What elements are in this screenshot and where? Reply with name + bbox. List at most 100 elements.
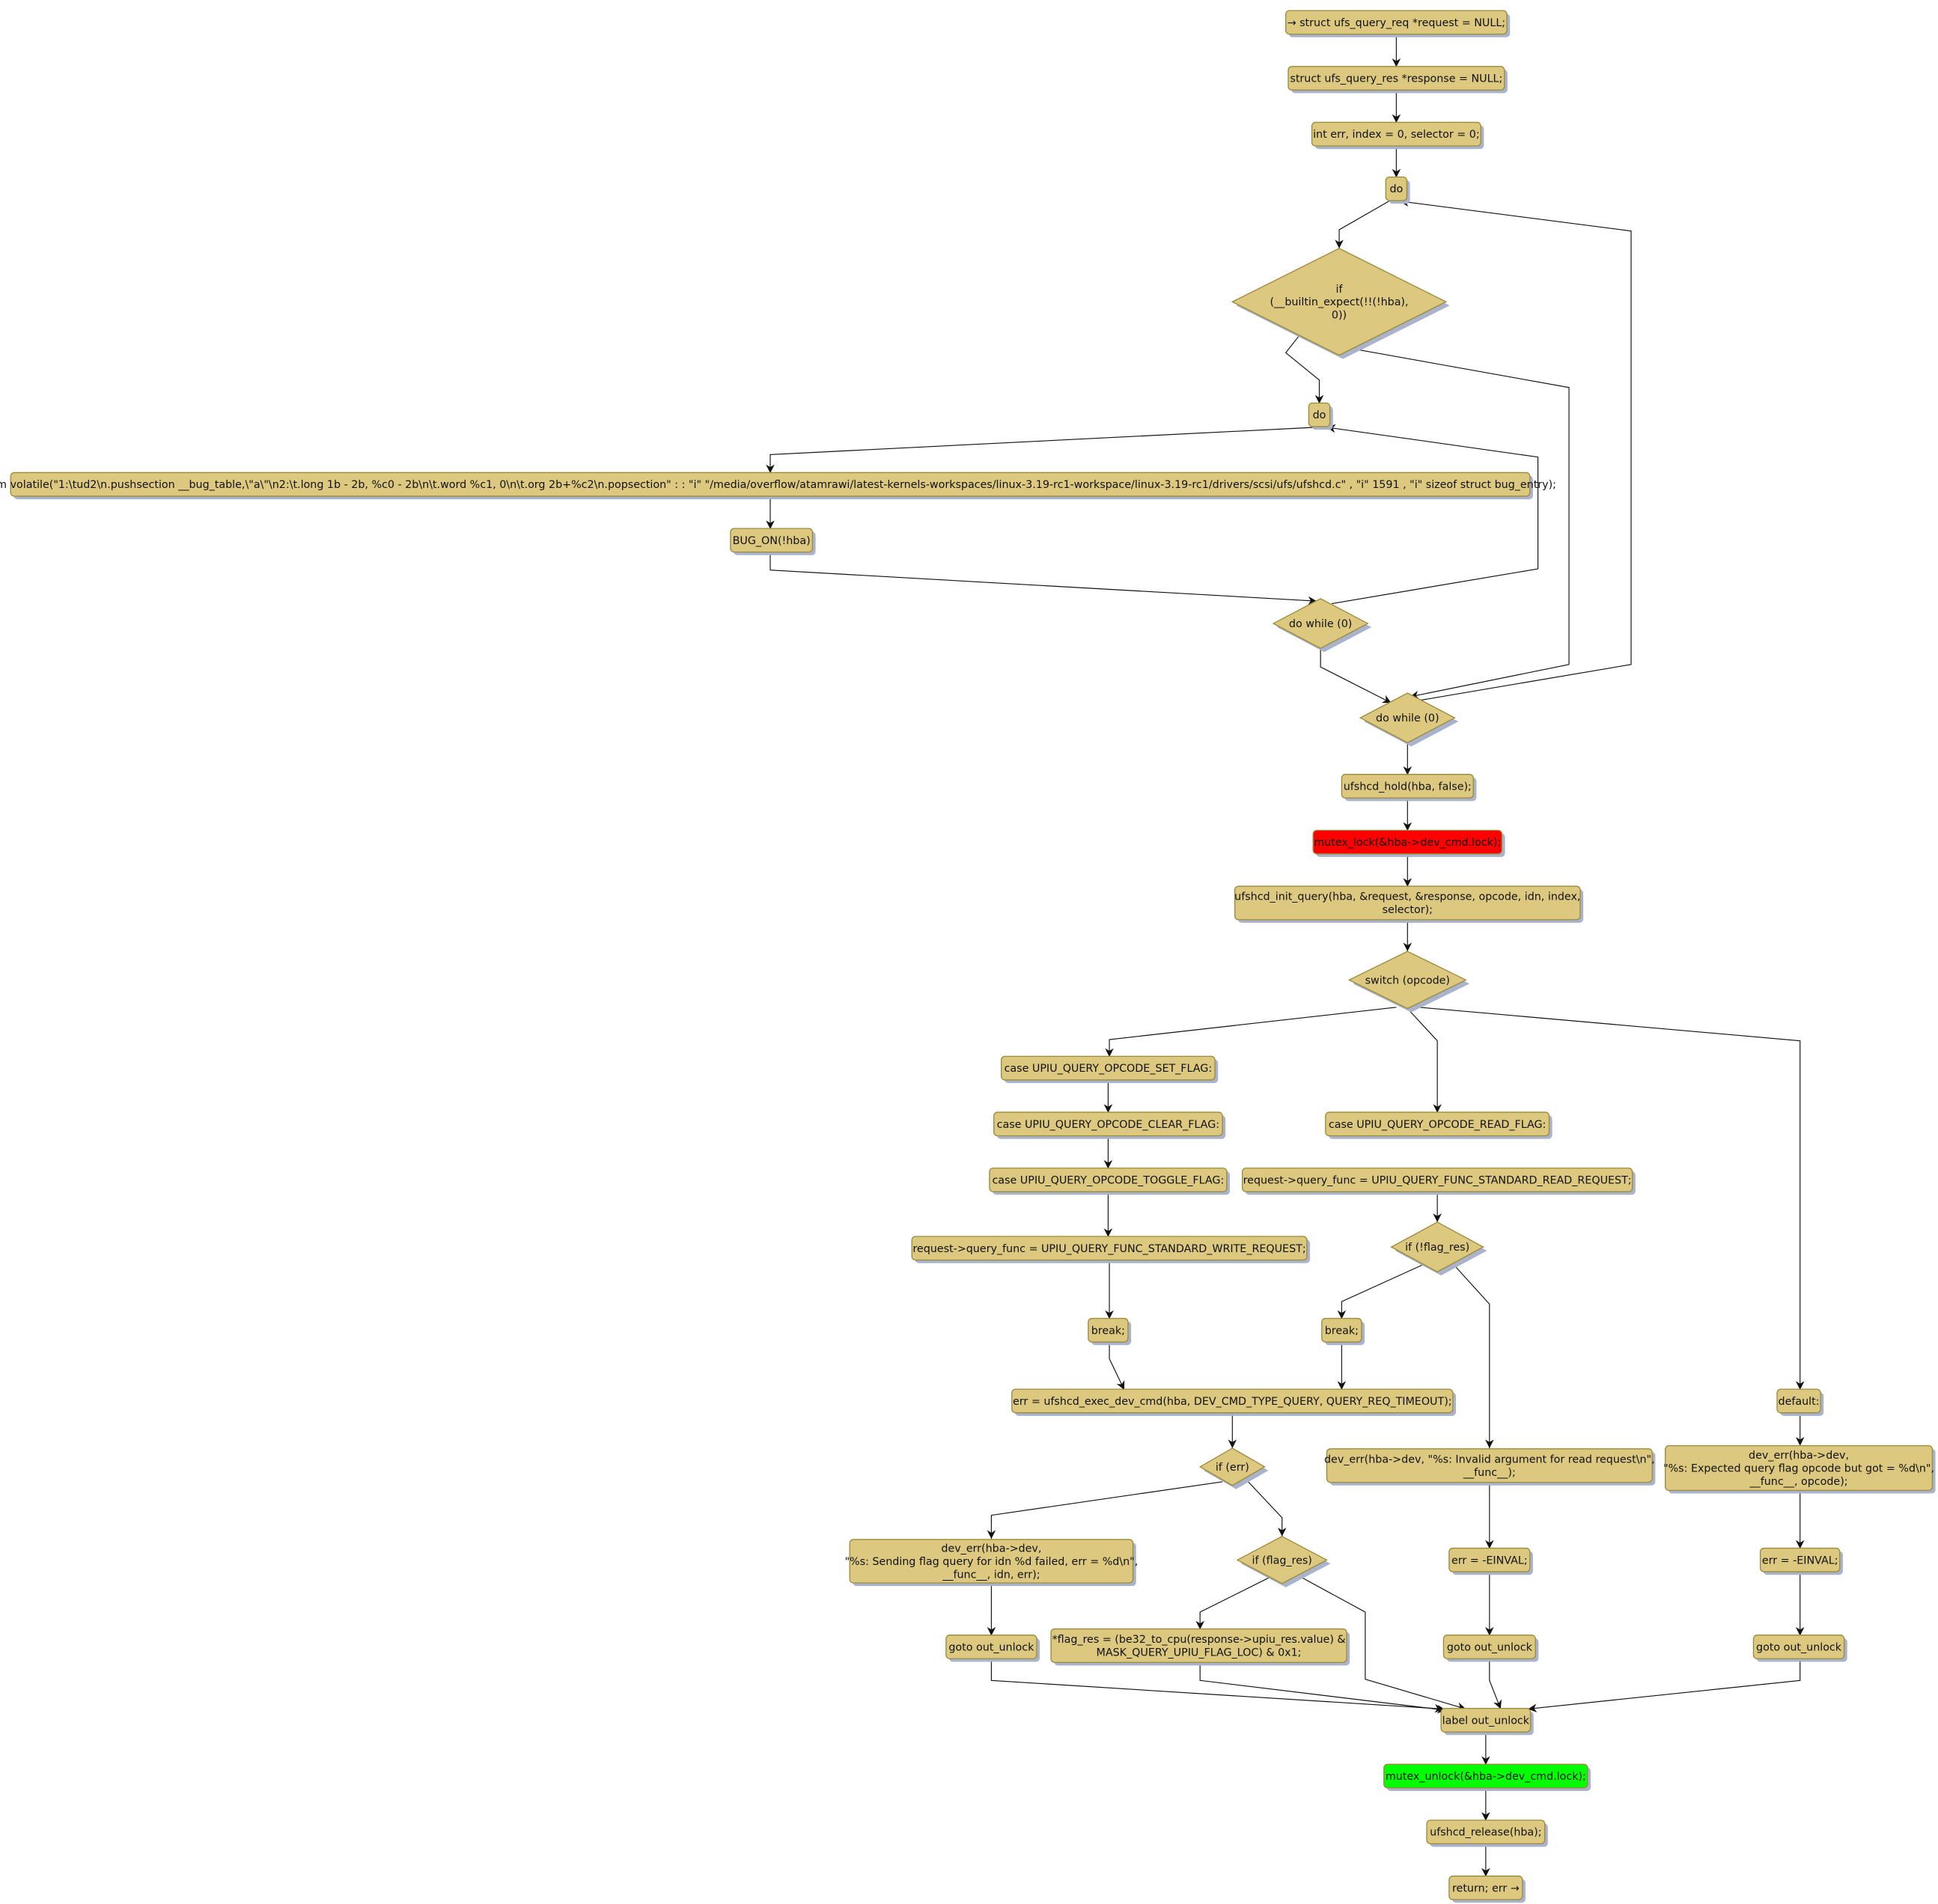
- ufshcd-release-node[interactable]: ufshcd_release(hba);: [1426, 1819, 1548, 1847]
- node-box: [1341, 774, 1474, 799]
- node-box: [993, 1111, 1223, 1137]
- flow-edge-arrow: [1326, 424, 1539, 605]
- node-label: "%s: Sending flag query for idn %d faile…: [844, 1556, 1138, 1568]
- err-einval-node-2[interactable]: err = -EINVAL;: [1759, 1547, 1843, 1575]
- do-while-inner-decision[interactable]: do while (0): [1272, 598, 1372, 653]
- read-request-node[interactable]: request->query_func = UPIU_QUERY_FUNC_ST…: [1241, 1168, 1636, 1195]
- flow-edge-arrow: [1109, 1342, 1125, 1391]
- node-label: BUG_ON(!hba): [733, 535, 811, 547]
- default-case-node[interactable]: default:: [1776, 1388, 1824, 1416]
- flow-edge-arrow: [1105, 1007, 1397, 1058]
- node-box: [1326, 1448, 1653, 1483]
- flow-edge-arrow: [1528, 1659, 1801, 1713]
- node-label: goto out_unlock: [1447, 1641, 1533, 1653]
- node-label: case UPIU_QUERY_OPCODE_CLEAR_FLAG:: [997, 1119, 1219, 1131]
- decision-diamond: [1347, 951, 1467, 1010]
- node-box: [945, 1635, 1037, 1659]
- case-set-flag-node[interactable]: case UPIU_QUERY_OPCODE_SET_FLAG:: [1000, 1055, 1219, 1084]
- ufshcd-init-query-node[interactable]: ufshcd_init_query(hba, &request, &respon…: [1234, 885, 1584, 924]
- case-clear-flag-node[interactable]: case UPIU_QUERY_OPCODE_CLEAR_FLAG:: [993, 1111, 1226, 1139]
- response-decl-node[interactable]: struct ufs_query_res *response = NULL;: [1288, 66, 1508, 94]
- node-label: int err, index = 0, selector = 0;: [1313, 129, 1480, 141]
- flow-edge-arrow: [1400, 198, 1632, 701]
- goto-out-unlock-node-2[interactable]: goto out_unlock: [1442, 1635, 1539, 1662]
- node-box: [1442, 1635, 1536, 1659]
- flag-res-assign-node[interactable]: *flag_res = (be32_to_cpu(response->upiu_…: [1050, 1628, 1350, 1666]
- flow-edge-arrow: [1195, 1577, 1270, 1630]
- write-request-node[interactable]: request->query_func = UPIU_QUERY_FUNC_ST…: [911, 1236, 1311, 1263]
- goto-out-unlock-node-3[interactable]: goto out_unlock: [1752, 1635, 1847, 1662]
- node-label: request->query_func = UPIU_QUERY_FUNC_ST…: [1243, 1174, 1632, 1186]
- node-box: [911, 1236, 1308, 1261]
- node-box: [1088, 1317, 1129, 1343]
- break-node-read[interactable]: break;: [1321, 1317, 1365, 1346]
- flow-edge-arrow: [1285, 335, 1324, 404]
- node-label: if (err): [1216, 1462, 1249, 1474]
- err-einval-node-1[interactable]: err = -EINVAL;: [1448, 1547, 1533, 1575]
- do-node-outer[interactable]: do: [1385, 176, 1410, 204]
- node-label: case UPIU_QUERY_OPCODE_SET_FLAG:: [1005, 1063, 1213, 1075]
- node-label: mutex_unlock(&hba->dev_cmd.lock);: [1386, 1771, 1586, 1783]
- node-box: [849, 1539, 1134, 1584]
- node-box: [1288, 66, 1505, 91]
- flow-edge-arrow: [1335, 201, 1389, 248]
- node-label: "%s: Expected query flag opcode but got …: [1663, 1462, 1934, 1474]
- node-label: mutex_lock(&hba->dev_cmd.lock);: [1314, 837, 1501, 849]
- node-label: goto out_unlock: [1756, 1641, 1842, 1653]
- bug-on-node[interactable]: BUG_ON(!hba): [730, 528, 816, 555]
- node-box: [1664, 1444, 1934, 1492]
- dev-err-invalid-argument-node[interactable]: dev_err(hba->dev, "%s: Invalid argument …: [1324, 1448, 1656, 1486]
- return-err-node[interactable]: return; err →: [1448, 1875, 1526, 1903]
- node-box: [1321, 1317, 1362, 1343]
- asm-volatile-bug-node[interactable]: asm volatile("1:\tud2\n.pushsection __bu…: [0, 472, 1556, 500]
- dev-err-expected-opcode-node[interactable]: dev_err(hba->dev,"%s: Expected query fla…: [1663, 1444, 1936, 1494]
- node-box: [1440, 1707, 1532, 1733]
- node-box: [1385, 176, 1408, 201]
- flow-edge-arrow: [1353, 348, 1570, 700]
- edges-layer: [766, 34, 1805, 1877]
- flow-edge-arrow: [1337, 1263, 1424, 1319]
- decision-diamond: [1231, 248, 1448, 356]
- flow-edge-arrow: [1407, 1008, 1442, 1113]
- flow-edge-arrow: [990, 1659, 1444, 1713]
- node-label: ufshcd_init_query(hba, &request, &respon…: [1234, 891, 1580, 903]
- node-box: [1448, 1547, 1531, 1572]
- dev-err-sending-flag-node[interactable]: dev_err(hba->dev,"%s: Sending flag query…: [844, 1539, 1138, 1587]
- mutex-lock-node[interactable]: mutex_lock(&hba->dev_cmd.lock);: [1312, 829, 1505, 858]
- ufshcd-hold-node[interactable]: ufshcd_hold(hba, false);: [1341, 774, 1477, 802]
- if-flag-res-decision[interactable]: if (flag_res): [1236, 1536, 1331, 1587]
- not-flag-res-decision[interactable]: if (!flag_res): [1390, 1221, 1487, 1276]
- node-label: if: [1336, 284, 1344, 296]
- node-label: MASK_QUERY_UPIU_FLAG_LOC) & 0x1;: [1097, 1647, 1302, 1659]
- node-box: [1383, 1763, 1588, 1789]
- label-out-unlock-node[interactable]: label out_unlock: [1440, 1707, 1534, 1736]
- node-label: struct ufs_query_res *response = NULL;: [1290, 73, 1502, 85]
- builtin-expect-decision[interactable]: if(__builtin_expect(!!(!hba),0)): [1231, 248, 1450, 359]
- do-node-inner[interactable]: do: [1308, 402, 1333, 430]
- if-err-decision[interactable]: if (err): [1198, 1447, 1269, 1489]
- node-label: → struct ufs_query_req *request = NULL;: [1288, 17, 1505, 29]
- node-label: dev_err(hba->dev,: [1749, 1450, 1849, 1462]
- node-box: [1000, 1055, 1216, 1081]
- flow-edge-arrow: [1199, 1663, 1446, 1714]
- do-while-outer-decision[interactable]: do while (0): [1359, 692, 1459, 747]
- entry-node-request-decl[interactable]: → struct ufs_query_req *request = NULL;: [1285, 10, 1511, 37]
- case-read-flag-node[interactable]: case UPIU_QUERY_OPCODE_READ_FLAG:: [1325, 1111, 1552, 1139]
- node-box: [1776, 1388, 1821, 1414]
- node-box: [1325, 1111, 1550, 1137]
- mutex-unlock-node[interactable]: mutex_unlock(&hba->dev_cmd.lock);: [1383, 1763, 1591, 1791]
- node-label: dev_err(hba->dev, "%s: Invalid argument …: [1324, 1453, 1655, 1465]
- nodes-layer: → struct ufs_query_req *request = NULL; s…: [0, 10, 1936, 1903]
- switch-opcode-decision[interactable]: switch (opcode): [1347, 951, 1470, 1013]
- node-box: [1234, 885, 1581, 921]
- err-index-selector-decl-node[interactable]: int err, index = 0, selector = 0;: [1311, 121, 1484, 150]
- exec-dev-cmd-node[interactable]: err = ufshcd_exec_dev_cmd(hba, DEV_CMD_T…: [1011, 1388, 1457, 1416]
- goto-out-unlock-node-1[interactable]: goto out_unlock: [945, 1635, 1040, 1662]
- node-label: default:: [1779, 1396, 1820, 1408]
- break-node-write[interactable]: break;: [1088, 1317, 1132, 1346]
- node-box: [1011, 1388, 1454, 1414]
- node-label: case UPIU_QUERY_OPCODE_TOGGLE_FLAG:: [992, 1174, 1224, 1186]
- node-label: selector);: [1383, 904, 1433, 916]
- case-toggle-flag-node[interactable]: case UPIU_QUERY_OPCODE_TOGGLE_FLAG:: [989, 1168, 1230, 1195]
